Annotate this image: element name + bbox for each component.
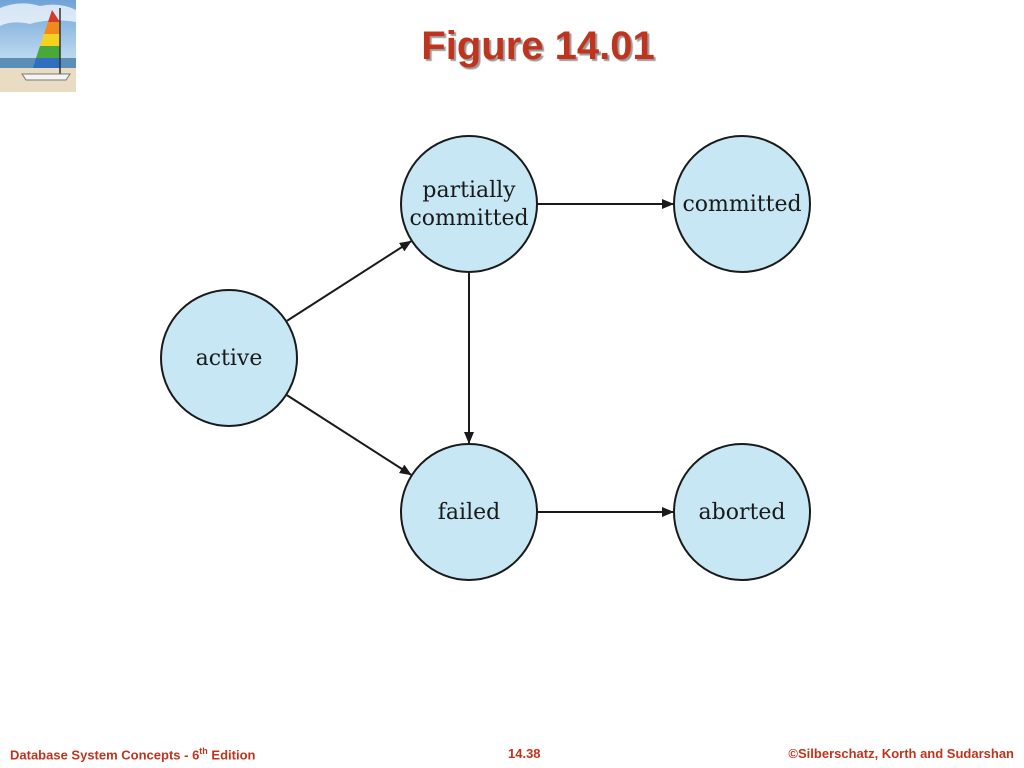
- state-node-committed: committed: [673, 135, 811, 273]
- footer-page-number: 14.38: [508, 746, 541, 761]
- footer-copyright: ©Silberschatz, Korth and Sudarshan: [788, 746, 1014, 761]
- state-node-partially-committed: partially committed: [400, 135, 538, 273]
- state-label-active: active: [196, 346, 263, 371]
- state-circle-partially-committed: [400, 135, 538, 273]
- state-node-aborted: aborted: [673, 443, 811, 581]
- state-circle-committed: [673, 135, 811, 273]
- state-label-committed: committed: [682, 192, 801, 217]
- state-label-partially-committed: committed: [409, 206, 528, 231]
- sailboat-logo: [0, 0, 76, 92]
- state-circle-active: [160, 289, 298, 427]
- state-node-failed: failed: [400, 443, 538, 581]
- state-node-active: active: [160, 289, 298, 427]
- state-label-aborted: aborted: [699, 500, 786, 525]
- state-circle-aborted: [673, 443, 811, 581]
- edge-active-to-failed: [286, 394, 412, 476]
- edge-active-to-partially-committed: [286, 240, 412, 322]
- state-circle-failed: [400, 443, 538, 581]
- slide-title: Figure 14.01: [421, 24, 655, 68]
- state-label-partially-committed: partially: [422, 178, 516, 203]
- footer-book-title: Database System Concepts - 6th Edition: [10, 746, 256, 763]
- state-label-failed: failed: [438, 500, 500, 525]
